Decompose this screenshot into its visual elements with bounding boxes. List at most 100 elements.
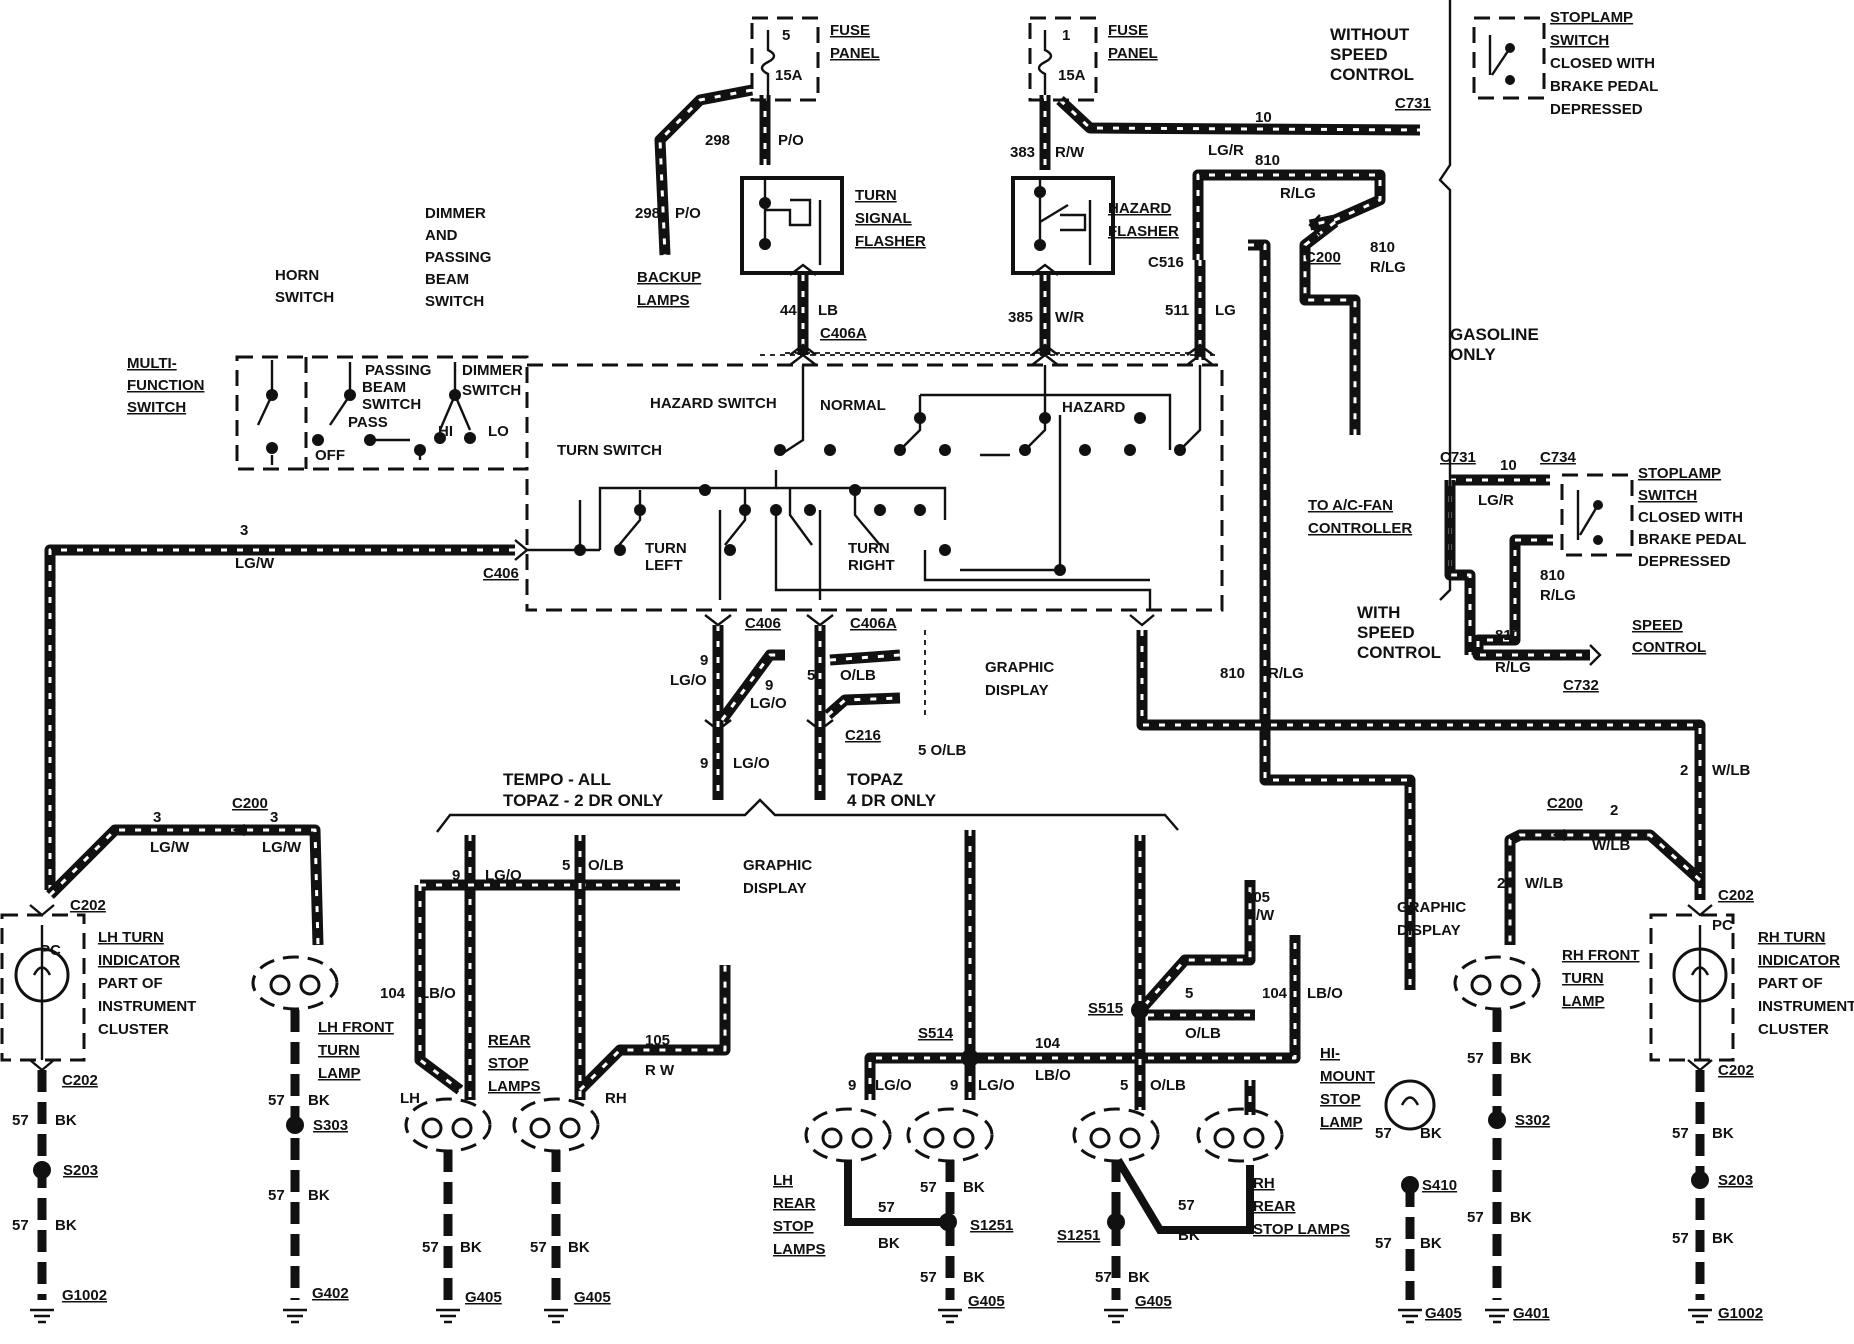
c202-lh-bottom: C202 — [62, 1072, 98, 1089]
w9-f: 9 — [950, 1077, 958, 1094]
w3-a: 3 — [240, 522, 248, 539]
turn-right-1: TURN — [848, 540, 890, 557]
rlg-e: R/LG — [1495, 659, 1531, 676]
bk-16: BK — [1712, 1125, 1734, 1142]
c734: C734 — [1540, 449, 1577, 466]
without-speed-3: CONTROL — [1330, 65, 1414, 84]
fuse-5-number: 5 — [782, 27, 790, 44]
bk-8: BK — [963, 1179, 985, 1196]
w57-1: 57 — [12, 1112, 29, 1129]
g405-b: G405 — [574, 1289, 611, 1306]
stoplamp-switch-top — [1472, 16, 1546, 100]
lgw-c: LG/W — [262, 839, 302, 856]
with-speed-2: SPEED — [1357, 623, 1415, 642]
bk-14: BK — [1510, 1050, 1532, 1067]
rlg-b: R/LG — [1370, 259, 1406, 276]
lbo-b: LB/O — [1035, 1067, 1071, 1084]
w10-top: 10 — [1255, 109, 1272, 126]
rear-stop-1: REAR — [488, 1032, 531, 1049]
dimmer-passing-4: BEAM — [425, 271, 469, 288]
w57-2: 57 — [12, 1217, 29, 1234]
w383: 383 — [1010, 144, 1035, 161]
stoplamp-top-3: CLOSED WITH — [1550, 55, 1655, 72]
c200-right: C200 — [1547, 795, 1583, 812]
w104-b: 104 — [1035, 1035, 1061, 1052]
w104-c: 104 — [1262, 985, 1288, 1002]
w9-a: 9 — [700, 652, 708, 669]
passing-beam-3: SWITCH — [362, 396, 421, 413]
g405-d: G405 — [1135, 1293, 1172, 1310]
w57-5: 57 — [422, 1239, 439, 1256]
fuse-1-rating: 15A — [1058, 67, 1086, 84]
without-speed-2: SPEED — [1330, 45, 1388, 64]
striped-wires — [44, 84, 1706, 1115]
lg: LG — [1215, 302, 1236, 319]
lh-turn-2: INDICATOR — [98, 952, 180, 969]
rh-turn-4: INSTRUMENT — [1758, 998, 1854, 1015]
lgo-d: LG/O — [485, 867, 522, 884]
gasoline-1: GASOLINE — [1450, 325, 1539, 344]
stoplamp-mid-4: BRAKE PEDAL — [1638, 531, 1746, 548]
tempo-2: TOPAZ - 2 DR ONLY — [503, 791, 664, 810]
s1251-right: S1251 — [1057, 1227, 1100, 1244]
stoplamp-mid-1: STOPLAMP — [1638, 465, 1721, 482]
hi-mount-4: LAMP — [1320, 1114, 1363, 1131]
w57-8: 57 — [920, 1179, 937, 1196]
hazard-flasher-label-1: HAZARD — [1108, 200, 1171, 217]
wire-105-rw — [576, 965, 731, 1094]
w9-d: 9 — [452, 867, 460, 884]
passing-beam-1: PASSING — [365, 362, 431, 379]
w57-15: 57 — [1467, 1209, 1484, 1226]
lh-turn-1: LH TURN — [98, 929, 164, 946]
graphic-display-top-1: GRAPHIC — [985, 659, 1054, 676]
multi-function-2: FUNCTION — [127, 377, 205, 394]
g405-e: G405 — [1425, 1305, 1462, 1322]
without-speed-1: WITHOUT — [1330, 25, 1410, 44]
graphic-display-mid-1: GRAPHIC — [743, 857, 812, 874]
fuse-1-box — [1028, 16, 1098, 102]
bk-15: BK — [1510, 1209, 1532, 1226]
speed-control-2: CONTROL — [1632, 639, 1706, 656]
w5olb: 5 O/LB — [918, 742, 967, 759]
rlg-d: R/LG — [1540, 587, 1576, 604]
g1002-left: G1002 — [62, 1287, 107, 1304]
w57-17: 57 — [1672, 1230, 1689, 1247]
hazard-flasher-label-2: FLASHER — [1108, 223, 1179, 240]
splices — [33, 1001, 1709, 1231]
bk-9: BK — [963, 1269, 985, 1286]
bk-5: BK — [460, 1239, 482, 1256]
wire-olb-c216 — [824, 692, 901, 720]
bk-3: BK — [308, 1092, 330, 1109]
hi-mount-1: HI- — [1320, 1045, 1340, 1062]
w2-b: 2 — [1610, 802, 1618, 819]
c516: C516 — [1148, 254, 1184, 271]
lgw-b: LG/W — [150, 839, 190, 856]
rear-stop-3: LAMPS — [488, 1078, 541, 1095]
olb-a: O/LB — [840, 667, 876, 684]
w9-b: 9 — [765, 677, 773, 694]
w105-a: 105 — [645, 1032, 670, 1049]
s410: S410 — [1422, 1177, 1457, 1194]
wlb-b: W/LB — [1592, 837, 1630, 854]
rlg-a: R/LG — [1280, 185, 1316, 202]
wire-c731-lower-down — [1444, 480, 1476, 655]
bk-17: BK — [1712, 1230, 1734, 1247]
olb-d: O/LB — [1150, 1077, 1186, 1094]
w810-e: 810 — [1495, 627, 1520, 644]
normal-label: NORMAL — [820, 397, 886, 414]
w105-b: 105 — [1245, 889, 1270, 906]
c202-rh-bottom: C202 — [1718, 1062, 1754, 1079]
s1251-left: S1251 — [970, 1217, 1013, 1234]
wr: W/R — [1055, 309, 1084, 326]
turn-left-2: LEFT — [645, 557, 683, 574]
s514: S514 — [918, 1025, 954, 1042]
c202-lh-top: C202 — [70, 897, 106, 914]
stoplamp-switch-mid — [1560, 473, 1634, 557]
rh-rear-tag: RH — [605, 1090, 627, 1107]
wlb-c: W/LB — [1525, 875, 1563, 892]
lb: LB — [818, 302, 838, 319]
lamp-symbols — [0, 913, 1735, 1163]
passing-beam-4: PASS — [348, 414, 388, 431]
c406a-bottom: C406A — [850, 615, 897, 632]
multi-function-3: SWITCH — [127, 399, 186, 416]
